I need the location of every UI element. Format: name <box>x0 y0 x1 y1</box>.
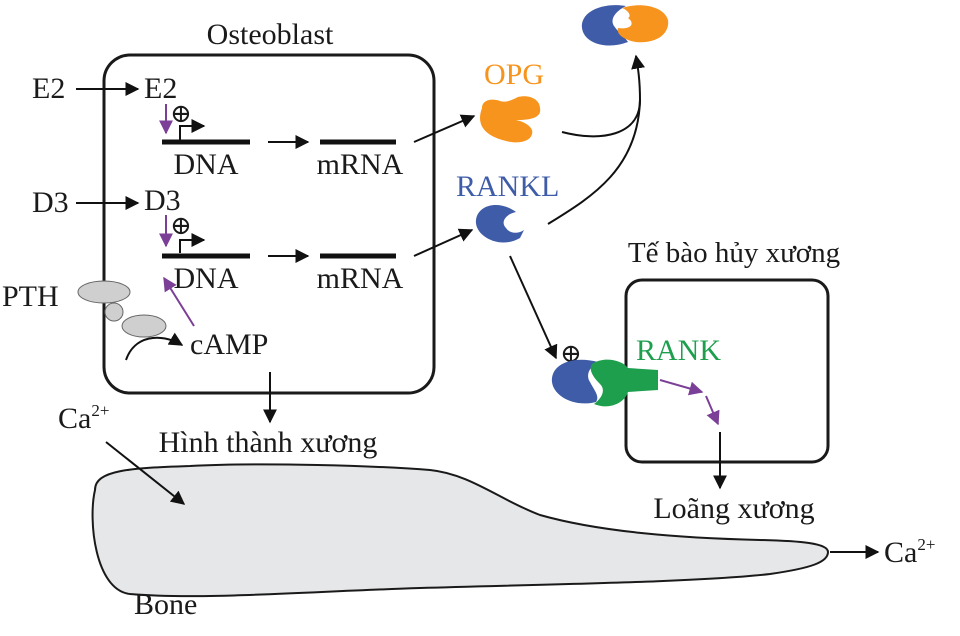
camp-arrow <box>125 332 184 361</box>
rankl-bound <box>551 359 598 404</box>
dna-label: DNA <box>174 148 239 181</box>
calcium-in-arrow <box>105 441 186 505</box>
d3-input-label: D3 <box>32 186 69 219</box>
pth-receptor <box>77 280 131 304</box>
rankl-mrna-arrow <box>413 228 474 257</box>
osteoporosis-label: Loãng xương <box>653 492 814 525</box>
pth-receptor <box>104 302 124 322</box>
rankl-label: RANKL <box>456 170 559 203</box>
opg-rankl-complex <box>581 5 628 46</box>
calcium-in-label: Ca2+ <box>58 401 109 435</box>
plus-circle-icon: ⊕ <box>170 211 192 240</box>
e2-label: E2 <box>144 72 177 105</box>
opg-to-complex-arrow <box>561 54 645 138</box>
rank-label: RANK <box>636 334 721 367</box>
bone-label: Bone <box>134 588 197 621</box>
rank-signal-arrow <box>705 395 720 426</box>
camp-label: cAMP <box>190 328 268 361</box>
pth-receptor <box>121 314 167 338</box>
rankl-protein <box>475 205 524 243</box>
rankl-to-complex-arrow <box>547 99 641 225</box>
camp-signal-arrow <box>163 276 195 327</box>
mrna-label: mRNA <box>317 262 404 295</box>
plus-circle-icon: ⊕ <box>170 99 192 128</box>
pth-label: PTH <box>2 280 59 313</box>
osteoblast-cell <box>102 53 436 395</box>
rank-receptor <box>590 359 658 407</box>
bone-shape <box>91 463 830 598</box>
osteoblast-label: Osteoblast <box>207 18 334 51</box>
promoter-arrow-icon <box>179 233 206 253</box>
osteoclast-label: Tế bào hủy xương <box>628 237 840 269</box>
bone-formation-label: Hình thành xương <box>159 426 378 459</box>
promoter-arrow-icon <box>179 119 206 140</box>
opg-mrna-arrow <box>413 114 476 143</box>
d3-label: D3 <box>144 184 181 217</box>
calcium-out-label: Ca2+ <box>884 535 935 569</box>
opg-rankl-complex <box>617 5 669 43</box>
mrna-label: mRNA <box>317 148 404 181</box>
rank-signal-arrow <box>659 379 704 396</box>
rankl-rank-arrow <box>509 255 558 360</box>
dna-label: DNA <box>174 262 239 295</box>
opg-protein <box>480 96 541 143</box>
opg-label: OPG <box>484 58 544 91</box>
e2-input-label: E2 <box>32 72 65 105</box>
